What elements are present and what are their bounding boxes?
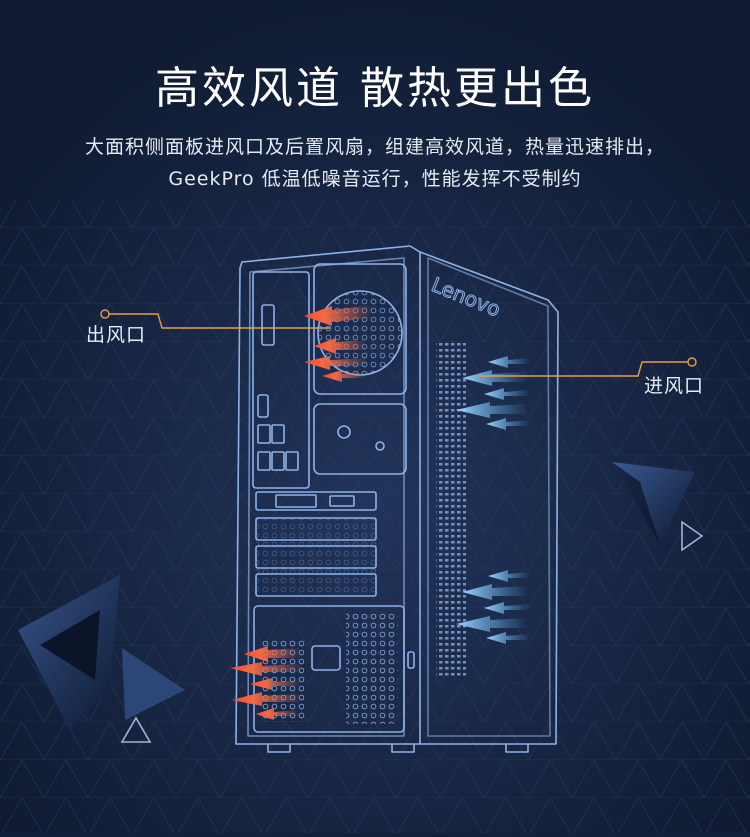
intake-arrow-icon — [456, 356, 530, 430]
exhaust-arrow-icon — [304, 305, 372, 382]
intake-label: 进风口 — [644, 375, 705, 397]
callout-line-intake — [478, 357, 697, 377]
callout-line-exhaust — [100, 309, 330, 329]
intake-arrow-icon — [456, 570, 530, 644]
page-title: 高效风道 散热更出色 — [155, 63, 595, 114]
decorative-shards — [18, 462, 695, 730]
description-line-2: GeekPro 低温低噪音运行，性能发挥不受制约 — [168, 168, 582, 190]
description-line-1: 大面积侧面板进风口及后置风扇，组建高效风道，热量迅速排出， — [84, 136, 665, 158]
exhaust-label: 出风口 — [86, 324, 147, 346]
play-triangle-icon — [120, 716, 152, 743]
exhaust-arrow-icon — [230, 646, 302, 720]
play-triangle-icon — [681, 520, 704, 552]
